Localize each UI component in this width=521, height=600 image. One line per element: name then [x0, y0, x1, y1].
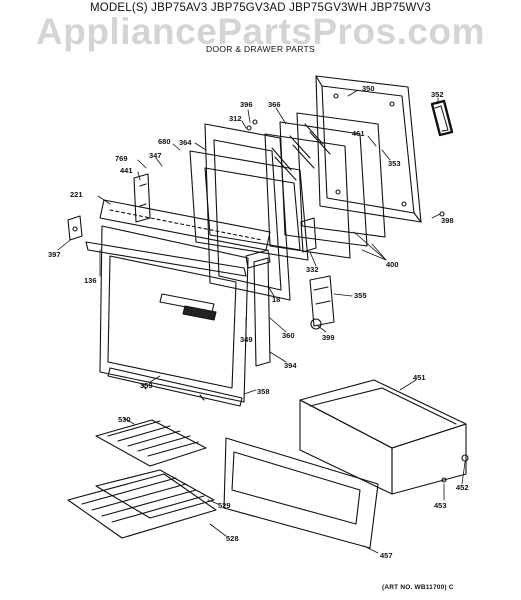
part-broiler-pan-529	[95, 469, 215, 519]
callout-394: 394	[284, 361, 297, 370]
callout-332: 332	[306, 265, 319, 274]
callout-358: 358	[257, 387, 270, 396]
part-oven-rack-528	[67, 473, 217, 539]
callout-680: 680	[158, 137, 171, 146]
callout-528: 528	[226, 534, 239, 543]
callout-769: 769	[115, 154, 128, 163]
callout-312: 312	[229, 114, 242, 123]
callout-347: 347	[149, 151, 162, 160]
callout-451: 451	[413, 373, 426, 382]
leader-lines	[57, 89, 466, 554]
part-drawer-box-451	[299, 379, 467, 495]
callout-136: 136	[84, 276, 97, 285]
models-header: MODEL(S) JBP75AV3 JBP75GV3AD JBP75GV3WH …	[89, 2, 432, 14]
callout-397: 397	[48, 250, 61, 259]
part-drawer-glide	[441, 454, 469, 483]
callout-399: 399	[322, 333, 335, 342]
callout-349: 349	[240, 335, 253, 344]
part-hinge-441	[133, 173, 151, 223]
callout-457: 457	[380, 551, 393, 560]
callout-355: 355	[354, 291, 367, 300]
callout-352: 352	[431, 90, 444, 99]
part-broiler-pan-530	[95, 419, 207, 467]
callout-441: 441	[120, 166, 133, 175]
section-title: DOOR & DRAWER PARTS	[206, 44, 315, 54]
part-clip-332	[300, 217, 317, 253]
callout-221: 221	[70, 190, 83, 199]
part-hinge-arm-394	[245, 249, 271, 367]
callout-359: 359	[140, 381, 153, 390]
part-hinge-355	[309, 275, 335, 327]
callout-364: 364	[179, 138, 192, 147]
part-door-frame-350	[315, 75, 422, 223]
callout-18: 18	[272, 295, 280, 304]
callout-396: 396	[240, 100, 253, 109]
part-gasket-352	[430, 99, 454, 137]
part-vent-trim-221	[99, 199, 271, 251]
part-inner-door	[189, 123, 309, 301]
callout-452: 452	[456, 483, 469, 492]
callout-529: 529	[218, 501, 231, 510]
part-drawer-front-457	[223, 437, 379, 549]
part-bottom-trim-358	[107, 367, 243, 407]
art-number: (ART NO. WB11700) C	[382, 584, 454, 591]
callout-353: 353	[388, 159, 401, 168]
callout-350: 350	[362, 84, 375, 93]
part-handle-136	[85, 241, 247, 277]
callout-453: 453	[434, 501, 447, 510]
callout-labels: 350 352 396 366 312 461 680 364 353 347 …	[48, 84, 469, 560]
part-bumper-399	[310, 318, 322, 330]
callout-366: 366	[268, 100, 281, 109]
part-bracket-397	[67, 215, 83, 241]
callout-400: 400	[386, 260, 399, 269]
callout-360: 360	[282, 331, 295, 340]
part-outer-door-359	[99, 225, 249, 403]
callout-461: 461	[352, 129, 365, 138]
callout-398: 398	[441, 216, 454, 225]
callout-530: 530	[118, 415, 131, 424]
